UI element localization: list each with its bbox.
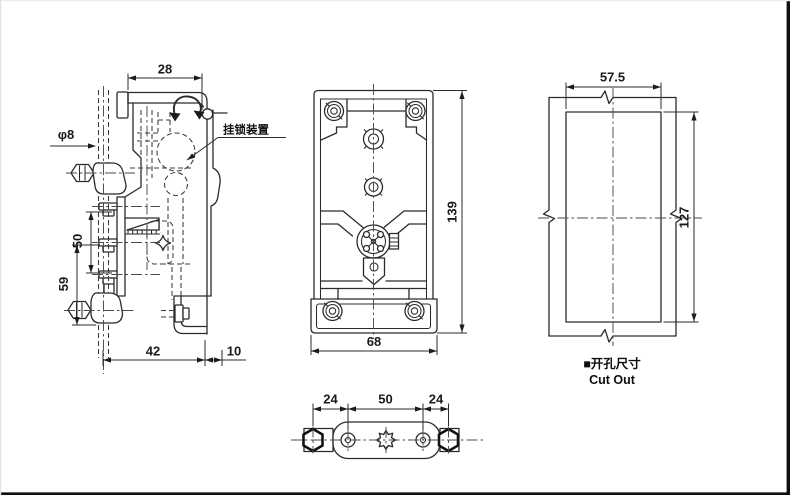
dim-127: 127 <box>663 111 699 323</box>
bottom-view-body <box>291 421 485 460</box>
dim-28: 28 <box>127 62 203 110</box>
cutout-panel <box>538 88 702 346</box>
dim-label-28: 28 <box>158 62 172 77</box>
dim-label-50: 50 <box>378 392 392 407</box>
lock-cylinder <box>356 224 400 286</box>
cutout-caption-cn: ■开孔尺寸 <box>583 356 641 371</box>
bottom-view: 24 50 24 <box>291 392 485 460</box>
side-view-hidden-lines <box>97 90 196 358</box>
dim-24-50-24: 24 50 24 <box>312 392 449 430</box>
dim-label-24-right: 24 <box>429 392 444 407</box>
dim-label-57-5: 57.5 <box>600 70 625 85</box>
side-view: 28 φ8 50 59 42 10 <box>50 62 286 374</box>
dim-label-139: 139 <box>445 201 460 223</box>
cutout-caption-en: Cut Out <box>589 373 636 387</box>
side-view-centerlines <box>64 86 160 374</box>
rotation-arrow <box>169 95 205 122</box>
dim-label-68: 68 <box>367 334 381 349</box>
cutout-opening <box>565 111 662 323</box>
dim-57-5: 57.5 <box>565 70 662 109</box>
dim-139: 139 <box>433 90 467 334</box>
front-view-body <box>310 89 438 334</box>
dim-label-24-left: 24 <box>323 392 338 407</box>
dim-42-10: 42 10 <box>102 340 246 366</box>
padlock-callout: 挂锁装置 <box>186 123 286 161</box>
front-corner-screws <box>322 100 426 322</box>
dim-label-phi8: φ8 <box>58 127 75 142</box>
cutout-caption: ■开孔尺寸 Cut Out <box>583 356 641 387</box>
dim-59: 59 <box>56 244 100 326</box>
cutout-view: 57.5 127 ■开孔尺寸 Cut Out <box>538 70 702 387</box>
dim-label-127: 127 <box>677 207 692 229</box>
dim-label-59: 59 <box>56 277 71 291</box>
dim-label-10: 10 <box>227 344 241 359</box>
dim-phi8: φ8 <box>50 127 96 149</box>
dim-label-42: 42 <box>146 344 160 359</box>
side-view-outline <box>116 91 228 335</box>
padlock-callout-label: 挂锁装置 <box>223 123 269 137</box>
dim-68: 68 <box>310 334 438 355</box>
front-view: 139 68 <box>310 84 467 355</box>
